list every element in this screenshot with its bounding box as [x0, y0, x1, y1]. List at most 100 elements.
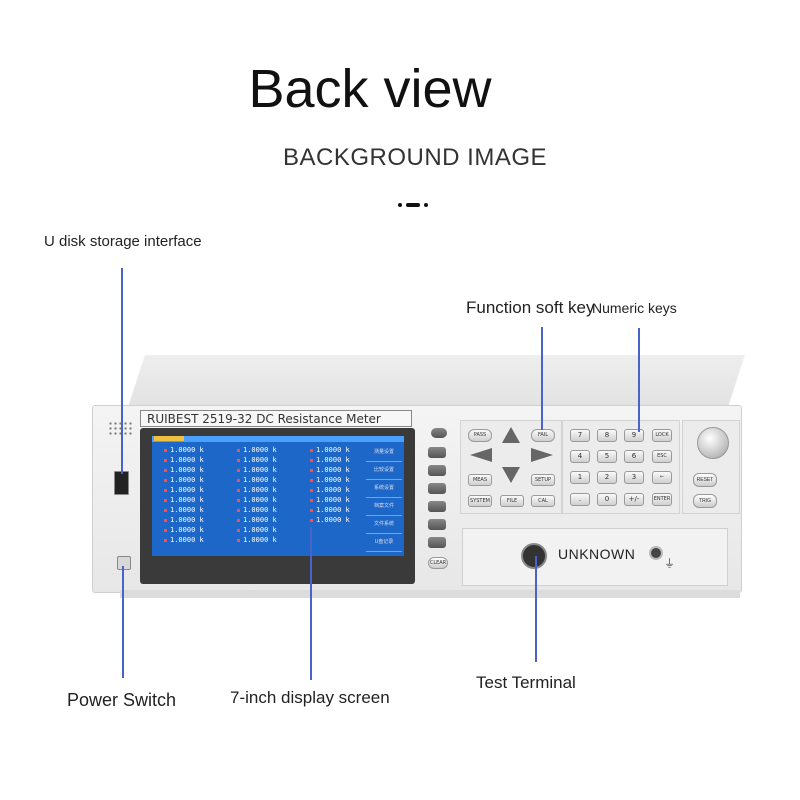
display-menu-item: 比较设置 — [366, 462, 402, 480]
arrow-left-icon[interactable] — [470, 448, 492, 462]
display-reading: 1.0000 k — [164, 496, 204, 504]
numeric-key[interactable]: 5 — [597, 450, 617, 463]
callout-line-display — [310, 527, 312, 680]
display-reading: 1.0000 k — [237, 446, 277, 454]
power-switch-label: Power Switch — [67, 690, 177, 710]
display-menu-item: 系统设置 — [366, 480, 402, 498]
callout-line-numeric — [638, 328, 640, 432]
device-top-face — [128, 355, 745, 407]
numeric-key[interactable]: ← — [652, 471, 672, 484]
arrow-down-icon[interactable] — [502, 467, 520, 483]
power-switch[interactable] — [117, 556, 131, 570]
device-base — [120, 590, 740, 598]
display-reading: 1.0000 k — [164, 466, 204, 474]
page-title: Back view — [248, 59, 492, 119]
usb-label: U disk storage interface — [44, 233, 202, 250]
numeric-key[interactable]: 6 — [624, 450, 644, 463]
display-reading: 1.0000 k — [310, 506, 350, 514]
setup-button[interactable]: SETUP — [531, 474, 555, 486]
terminal-label: UNKNOWN — [558, 546, 636, 562]
usb-port[interactable] — [114, 471, 129, 495]
numeric-keys-label: Numeric keys — [592, 300, 677, 316]
numeric-key[interactable]: 4 — [570, 450, 590, 463]
speaker-grille — [108, 421, 132, 437]
pass-button[interactable]: PASS — [468, 429, 492, 442]
file-button[interactable]: FILE — [500, 495, 524, 507]
display-label: 7-inch display screen — [230, 688, 390, 707]
arrow-up-icon[interactable] — [502, 427, 520, 443]
fail-button[interactable]: FAIL — [531, 429, 555, 442]
display-status-bar — [152, 436, 404, 442]
display-tab — [154, 436, 184, 441]
display-menu-item: 测量设置 — [366, 444, 402, 462]
system-button[interactable]: SYSTEM — [468, 495, 492, 507]
display-menu-item: 文件系统 — [366, 516, 402, 534]
page-subtitle: BACKGROUND IMAGE — [282, 144, 548, 171]
numeric-key[interactable]: LOCK — [652, 429, 672, 442]
display-reading: 1.0000 k — [164, 486, 204, 494]
display-reading: 1.0000 k — [310, 516, 350, 524]
callout-line-usb — [121, 268, 123, 474]
numeric-key[interactable]: 8 — [597, 429, 617, 442]
arrow-right-icon[interactable] — [531, 448, 553, 462]
display-reading: 1.0000 k — [237, 516, 277, 524]
display-reading: 1.0000 k — [164, 506, 204, 514]
test-terminal-connector[interactable] — [521, 543, 547, 569]
softkey-3[interactable] — [428, 483, 446, 494]
clear-button[interactable]: CLEAR — [428, 557, 448, 569]
terminal-panel — [462, 528, 728, 586]
display-reading: 1.0000 k — [237, 536, 277, 544]
callout-line-function — [541, 327, 543, 430]
display-reading: 1.0000 k — [310, 476, 350, 484]
softkey-6[interactable] — [428, 537, 446, 548]
numeric-key[interactable]: ENTER — [652, 493, 672, 506]
numeric-key[interactable]: 9 — [624, 429, 644, 442]
numeric-key[interactable]: 0 — [597, 493, 617, 506]
numeric-key[interactable]: ESC — [652, 450, 672, 463]
callout-line-power — [122, 566, 124, 678]
display-reading: 1.0000 k — [164, 446, 204, 454]
decorative-dots — [398, 196, 432, 214]
reset-button[interactable]: RESET — [693, 473, 717, 487]
numeric-key[interactable]: 3 — [624, 471, 644, 484]
display-reading: 1.0000 k — [237, 486, 277, 494]
display-reading: 1.0000 k — [164, 476, 204, 484]
rotary-knob[interactable] — [697, 427, 729, 459]
display-reading: 1.0000 k — [164, 516, 204, 524]
display-reading: 1.0000 k — [237, 456, 277, 464]
display-reading: 1.0000 k — [310, 486, 350, 494]
callout-line-terminal — [535, 556, 537, 662]
display-reading: 1.0000 k — [310, 496, 350, 504]
display-reading: 1.0000 k — [237, 476, 277, 484]
softkey-1[interactable] — [428, 447, 446, 458]
numeric-key[interactable]: . — [570, 493, 590, 506]
display-reading: 1.0000 k — [237, 466, 277, 474]
function-key-label: Function soft key — [466, 298, 595, 317]
display-reading: 1.0000 k — [237, 496, 277, 504]
display-reading: 1.0000 k — [310, 456, 350, 464]
numeric-key[interactable]: +/- — [624, 493, 644, 506]
display-reading: 1.0000 k — [164, 536, 204, 544]
display-reading: 1.0000 k — [237, 506, 277, 514]
softkey-top[interactable] — [431, 428, 447, 438]
ground-jack[interactable] — [649, 546, 663, 560]
display-screen — [152, 436, 404, 556]
display-reading: 1.0000 k — [310, 446, 350, 454]
ground-icon: ⏚ — [664, 558, 675, 570]
device-brand-label: RUIBEST 2519-32 DC Resistance Meter — [140, 410, 412, 427]
display-menu-item: U盘记录 — [366, 534, 402, 552]
meas-button[interactable]: MEAS — [468, 474, 492, 486]
softkey-5[interactable] — [428, 519, 446, 530]
display-menu-item: 档案文件 — [366, 498, 402, 516]
numeric-key[interactable]: 1 — [570, 471, 590, 484]
trig-button[interactable]: TRIG — [693, 494, 717, 508]
display-reading: 1.0000 k — [237, 526, 277, 534]
display-menu: 测量设置 比较设置 系统设置 档案文件 文件系统 U盘记录 — [366, 444, 402, 554]
softkey-2[interactable] — [428, 465, 446, 476]
display-reading: 1.0000 k — [310, 466, 350, 474]
cal-button[interactable]: CAL — [531, 495, 555, 507]
display-reading: 1.0000 k — [164, 526, 204, 534]
numeric-key[interactable]: 2 — [597, 471, 617, 484]
softkey-4[interactable] — [428, 501, 446, 512]
numeric-key[interactable]: 7 — [570, 429, 590, 442]
